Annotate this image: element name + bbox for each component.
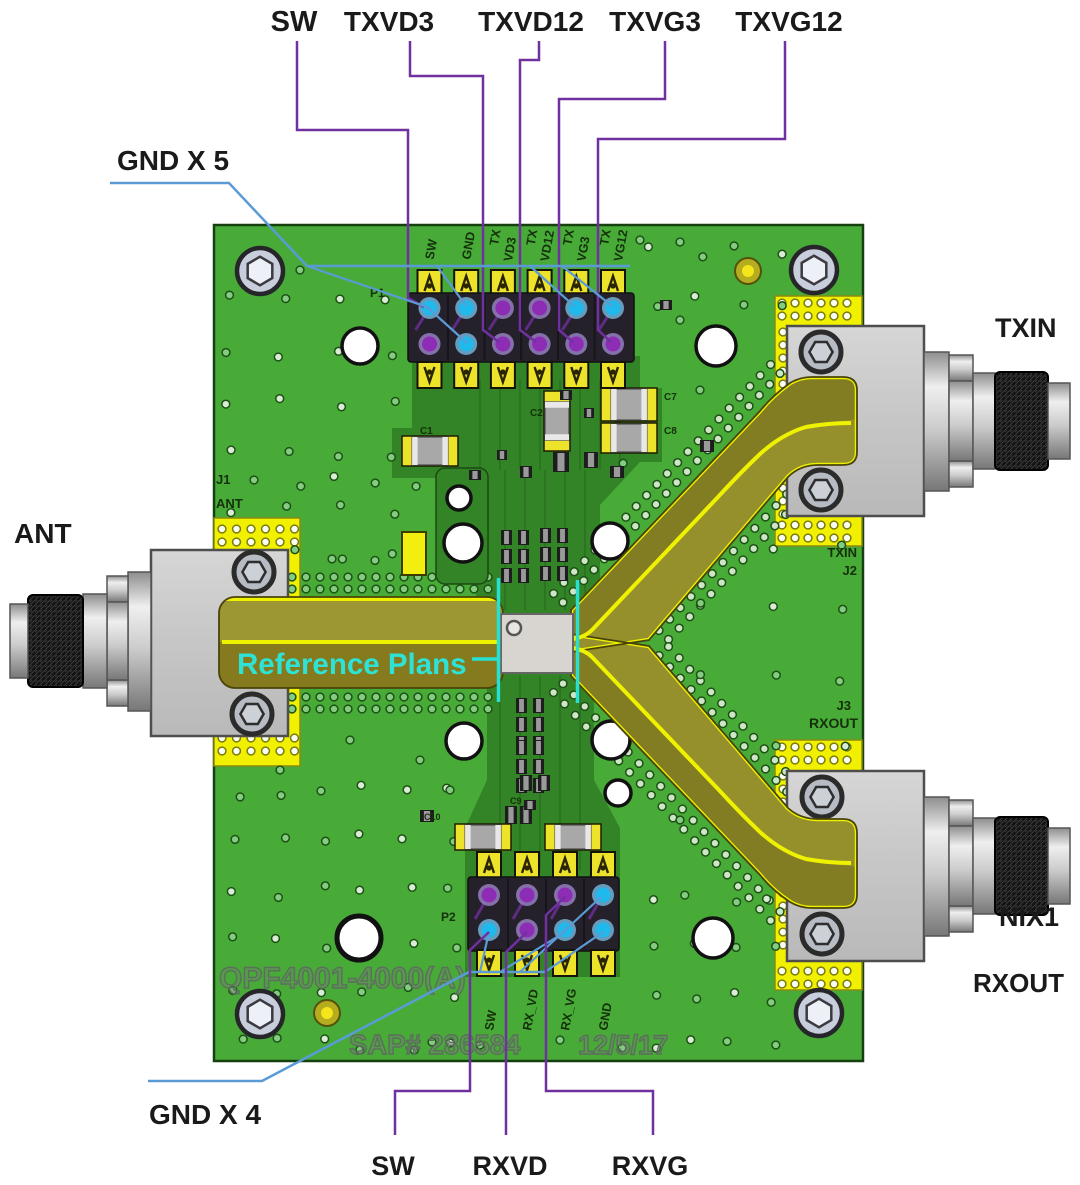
svg-text:GND X 4: GND X 4	[149, 1099, 261, 1130]
svg-text:J3: J3	[837, 698, 851, 713]
svg-text:ANT: ANT	[216, 496, 243, 511]
svg-text:RXVG: RXVG	[612, 1151, 689, 1180]
svg-text:GND X 5: GND X 5	[117, 145, 229, 176]
svg-text:TX: TX	[597, 228, 614, 247]
svg-text:J2: J2	[843, 563, 857, 578]
svg-text:Reference Plans: Reference Plans	[237, 648, 467, 681]
svg-text:SW: SW	[482, 1009, 499, 1031]
svg-text:TXVG3: TXVG3	[609, 6, 701, 37]
svg-text:VD3: VD3	[501, 236, 519, 262]
svg-text:SW: SW	[271, 6, 318, 38]
svg-text:VD12: VD12	[538, 229, 557, 262]
svg-text:TXVD12: TXVD12	[478, 6, 584, 37]
svg-text:GND: GND	[459, 231, 478, 261]
svg-text:12/5/17: 12/5/17	[578, 1030, 668, 1060]
svg-text:J1: J1	[216, 472, 230, 487]
svg-text:SW: SW	[371, 1151, 415, 1180]
svg-text:TXVG12: TXVG12	[735, 6, 842, 37]
svg-text:C2: C2	[530, 408, 543, 419]
svg-text:P2: P2	[441, 910, 456, 924]
svg-text:NIX1: NIX1	[999, 902, 1059, 932]
svg-text:C10: C10	[424, 812, 441, 822]
svg-text:TXVD3: TXVD3	[344, 6, 434, 37]
svg-text:TXIN: TXIN	[827, 545, 857, 560]
svg-text:GND: GND	[596, 1002, 615, 1032]
svg-text:QPF4001-4000(A): QPF4001-4000(A)	[219, 962, 466, 995]
svg-text:SW: SW	[423, 238, 440, 260]
svg-text:RXOUT: RXOUT	[973, 968, 1064, 998]
svg-text:VG3: VG3	[574, 235, 592, 262]
svg-text:C9: C9	[510, 796, 522, 806]
svg-text:C7: C7	[664, 392, 677, 403]
svg-text:C8: C8	[664, 426, 677, 437]
svg-text:SAP# 286584: SAP# 286584	[349, 1029, 521, 1060]
svg-text:C1: C1	[420, 426, 433, 437]
svg-text:VG12: VG12	[611, 229, 630, 263]
svg-text:TXIN: TXIN	[995, 313, 1057, 343]
svg-text:TX: TX	[560, 228, 577, 247]
svg-text:RXOUT: RXOUT	[809, 715, 858, 731]
svg-text:ANT: ANT	[14, 518, 72, 549]
svg-text:TX: TX	[524, 228, 541, 247]
svg-text:TX: TX	[487, 228, 504, 247]
svg-text:RXVD: RXVD	[472, 1151, 547, 1180]
